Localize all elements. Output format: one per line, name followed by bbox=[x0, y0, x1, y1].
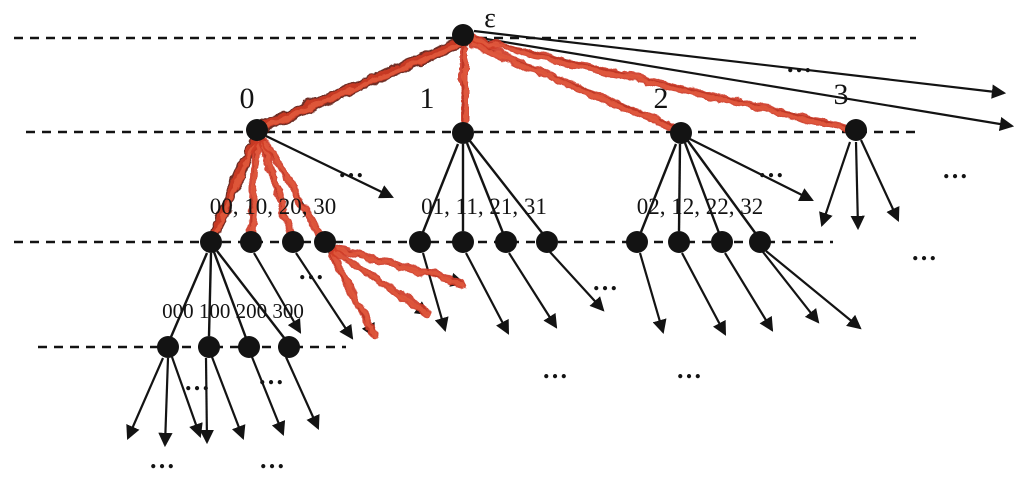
ellipsis-mark: … bbox=[258, 361, 286, 390]
tree-arrow bbox=[295, 252, 354, 340]
node-label: 00, 10, 20, 30 bbox=[210, 194, 337, 219]
tree-arrow bbox=[421, 252, 449, 333]
node-label: 02, 12, 22, 32 bbox=[637, 194, 764, 219]
tree-arrow bbox=[850, 141, 865, 231]
tree-edge bbox=[639, 143, 678, 233]
highlight-stroke-light bbox=[332, 249, 429, 315]
highlight-stroke-light bbox=[471, 38, 848, 129]
tree-edge bbox=[469, 140, 544, 235]
highlight-stroke-light bbox=[260, 140, 292, 234]
tree-node bbox=[200, 231, 222, 253]
ellipsis-mark: … bbox=[786, 49, 814, 78]
tree-edge bbox=[683, 142, 721, 234]
tree-arrow bbox=[762, 251, 820, 324]
tree-edge bbox=[465, 142, 505, 234]
tree-node bbox=[749, 231, 771, 253]
tree-arrow bbox=[250, 356, 286, 436]
highlight-stroke-light bbox=[329, 251, 376, 337]
tree-node bbox=[452, 231, 474, 253]
tree-edge bbox=[421, 143, 460, 233]
highlight-stroke-light bbox=[469, 41, 679, 131]
node-label: ε bbox=[484, 3, 496, 34]
tree-node bbox=[845, 119, 867, 141]
node-label: 2 bbox=[654, 82, 669, 115]
tree-arrow bbox=[265, 135, 394, 199]
tree-arrow bbox=[819, 141, 852, 228]
tree-edge bbox=[677, 143, 682, 232]
tree-node bbox=[409, 231, 431, 253]
tree-node bbox=[668, 231, 690, 253]
tree-arrow bbox=[860, 139, 900, 222]
ellipsis-mark: … bbox=[592, 267, 620, 296]
tree-node bbox=[626, 231, 648, 253]
tree-edge bbox=[212, 251, 248, 339]
tree-arrow bbox=[638, 252, 667, 335]
tree-node bbox=[240, 231, 262, 253]
ellipsis-mark: … bbox=[542, 355, 570, 384]
highlight-group bbox=[208, 34, 849, 338]
tree-arrow bbox=[158, 357, 173, 448]
tree-arrow bbox=[549, 251, 605, 312]
tree-arrow bbox=[253, 252, 302, 334]
tree-arrow bbox=[681, 252, 727, 336]
tree-arrow bbox=[473, 35, 1015, 132]
ellipsis-mark: … bbox=[298, 256, 326, 285]
tree-arrow bbox=[689, 138, 814, 201]
tree-node bbox=[157, 336, 179, 358]
tree-node bbox=[282, 231, 304, 253]
tree-arrow bbox=[284, 356, 320, 430]
tree-node bbox=[198, 336, 220, 358]
node-label: 0 bbox=[240, 82, 255, 115]
ellipsis-mark: … bbox=[259, 445, 287, 474]
highlight-stroke-light bbox=[335, 246, 463, 285]
tree-arrow bbox=[210, 356, 246, 441]
tree-node bbox=[711, 231, 733, 253]
ellipsis-mark: … bbox=[942, 155, 970, 184]
tree-edge bbox=[687, 140, 757, 235]
tree-node bbox=[536, 231, 558, 253]
tree-node bbox=[452, 122, 474, 144]
tree-node bbox=[246, 119, 268, 141]
node-label: 000 100 200 300 bbox=[162, 299, 304, 323]
tree-node bbox=[238, 336, 260, 358]
tree-arrow bbox=[170, 356, 203, 439]
highlight-stroke-light bbox=[249, 141, 259, 233]
ellipsis-mark: … bbox=[676, 355, 704, 384]
tree-node bbox=[670, 122, 692, 144]
tree-node bbox=[314, 231, 336, 253]
tree-edge bbox=[207, 252, 213, 337]
ellipsis-mark: … bbox=[758, 154, 786, 183]
tree-arrow bbox=[724, 252, 774, 332]
tree-node bbox=[495, 231, 517, 253]
ellipsis-mark: … bbox=[149, 445, 177, 474]
tree-arrow bbox=[765, 250, 862, 330]
tree-arrow bbox=[199, 357, 215, 445]
highlight-stroke-light bbox=[258, 38, 464, 130]
ellipsis-mark: … bbox=[184, 367, 212, 396]
ellipsis-mark: … bbox=[911, 237, 939, 266]
node-label: 1 bbox=[420, 82, 435, 115]
tree-edge bbox=[216, 250, 286, 340]
ellipsis-mark: … bbox=[338, 154, 366, 183]
tree-edge bbox=[169, 252, 209, 338]
tree-arrow bbox=[465, 252, 509, 335]
highlight-stroke-light bbox=[213, 141, 255, 233]
highlight-stroke-light bbox=[263, 138, 321, 236]
tree-node bbox=[278, 336, 300, 358]
node-label: 3 bbox=[834, 78, 849, 111]
tree-arrow bbox=[473, 29, 1007, 99]
node-label: 01, 11, 21, 31 bbox=[421, 194, 547, 219]
tree-arrow bbox=[508, 252, 558, 329]
tree-arrow bbox=[126, 357, 165, 440]
tree-node bbox=[452, 24, 474, 46]
